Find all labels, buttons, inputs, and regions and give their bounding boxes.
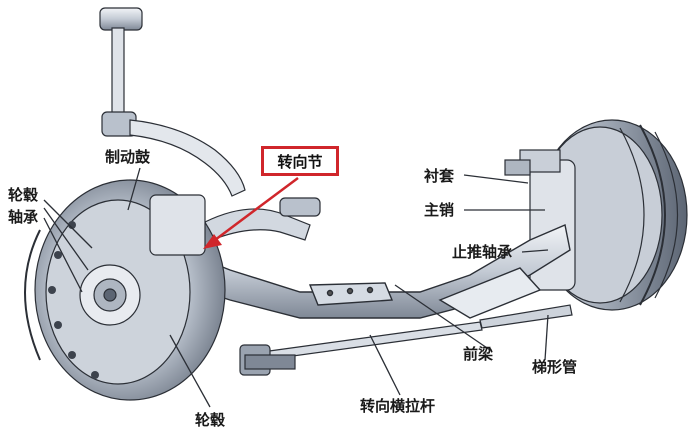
label-kingpin: 主销 bbox=[424, 201, 455, 219]
label-hub-bearing-line1: 轮毂 bbox=[8, 186, 39, 204]
highlight-arrow bbox=[203, 176, 299, 249]
label-front-beam: 前梁 bbox=[463, 345, 494, 363]
label-tie-rod: 转向横拉杆 bbox=[360, 397, 436, 415]
label-hub-bearing-line2: 轴承 bbox=[8, 208, 39, 226]
label-thrust-bearing: 止推轴承 bbox=[452, 243, 513, 261]
label-trapezoid-tube: 梯形管 bbox=[532, 358, 578, 376]
steering-knuckle-arm bbox=[204, 197, 321, 241]
label-steering-knuckle: 转向节 bbox=[261, 146, 339, 176]
left-brake-drum bbox=[24, 179, 226, 401]
tie-rod-shape bbox=[239, 304, 573, 376]
label-brake-drum: 制动鼓 bbox=[105, 148, 151, 166]
front-beam-shape bbox=[174, 224, 571, 319]
label-wheel-hub: 轮毂 bbox=[195, 411, 226, 429]
stabilizer-link bbox=[99, 7, 246, 197]
label-bushing: 衬套 bbox=[424, 167, 455, 185]
leader-lines bbox=[43, 167, 549, 408]
